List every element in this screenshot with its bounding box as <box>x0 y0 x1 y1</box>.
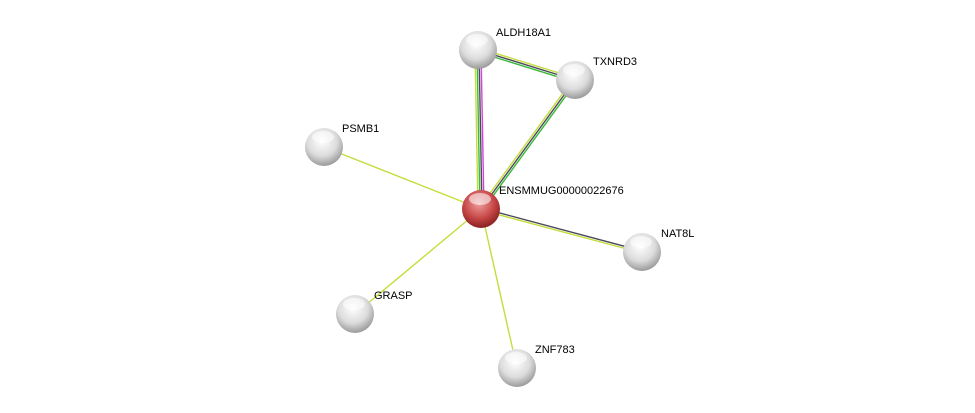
node-highlight <box>505 352 527 364</box>
node-highlight <box>469 193 491 205</box>
node-ensmmug00000022676[interactable]: ENSMMUG00000022676 <box>462 185 624 228</box>
node-nat8l[interactable]: NAT8L <box>623 228 694 271</box>
node-txnrd3[interactable]: TXNRD3 <box>556 56 637 99</box>
edge-center-grasp-textmining[interactable] <box>354 208 482 315</box>
node-aldh18a1[interactable]: ALDH18A1 <box>459 27 551 69</box>
node-znf783[interactable]: ZNF783 <box>498 344 575 387</box>
node-highlight <box>466 34 488 46</box>
edge-center-txnrd-coexpression[interactable] <box>482 80 578 211</box>
node-psmb1[interactable]: PSMB1 <box>305 123 379 166</box>
edge-center-nat-textmining[interactable] <box>480 209 642 254</box>
node-label: ENSMMUG00000022676 <box>499 185 624 197</box>
edge-center-txnrd-textmining[interactable] <box>478 78 574 209</box>
edge-center-aldh-textmining[interactable] <box>474 50 479 210</box>
node-label: NAT8L <box>661 228 694 240</box>
edge-center-znf-textmining[interactable] <box>480 208 518 369</box>
node-highlight <box>312 131 334 143</box>
node-grasp[interactable]: GRASP <box>336 290 413 333</box>
node-label: TXNRD3 <box>593 56 637 68</box>
node-highlight <box>630 236 652 248</box>
node-label: ALDH18A1 <box>496 27 551 39</box>
edge-center-aldh-experiments[interactable] <box>480 49 485 209</box>
edge-center-nat-homology[interactable] <box>481 207 643 252</box>
node-highlight <box>343 298 365 310</box>
edge-center-psmb-textmining[interactable] <box>323 146 482 210</box>
edge-center-aldh-coexpression[interactable] <box>476 50 481 210</box>
node-label: ZNF783 <box>535 344 575 356</box>
node-label: PSMB1 <box>342 123 379 135</box>
node-label: GRASP <box>374 290 413 302</box>
edge-center-aldh-homology[interactable] <box>478 49 483 209</box>
edge-center-txnrd-homology[interactable] <box>480 79 576 210</box>
node-highlight <box>563 64 585 76</box>
